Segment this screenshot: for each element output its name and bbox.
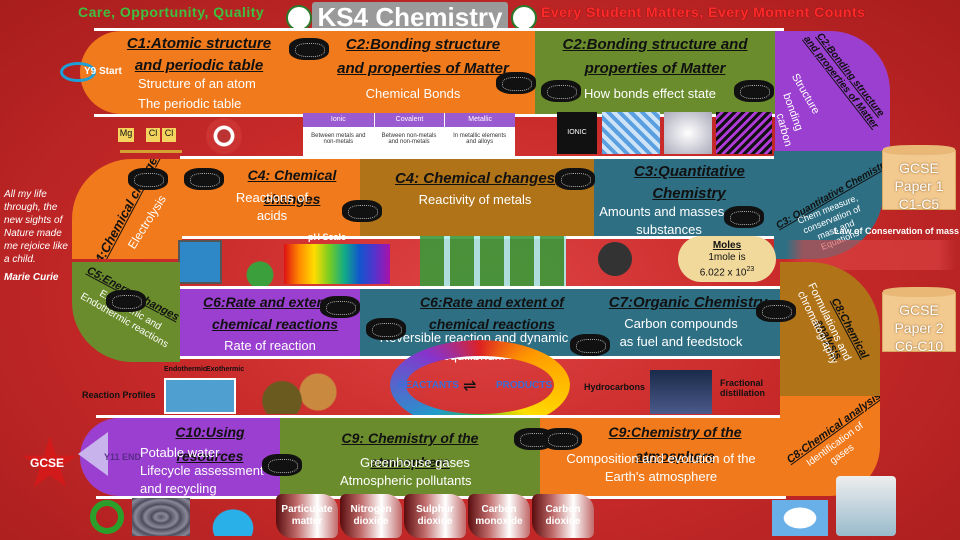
endothermic-label: Endothermic: [164, 366, 207, 373]
footprint-icon: [262, 454, 302, 476]
crystal-image: [664, 112, 712, 154]
start-arrow-icon: [60, 62, 96, 82]
element-mg: Mg: [118, 128, 134, 142]
footprint-icon: [756, 300, 796, 322]
road-edge: [96, 415, 786, 418]
tile-c4-acids[interactable]: C4: Chemical changes Reactions of acids: [182, 159, 360, 236]
hydrocarbons-label: Hydrocarbons: [584, 382, 646, 392]
school-seal-icon: [511, 5, 537, 31]
bond-cell-covalent: Between non-metals and non-metals: [381, 133, 437, 145]
paper-1-line: GCSE: [899, 160, 939, 176]
footprint-icon: [320, 296, 360, 318]
tile-c1[interactable]: C1:Atomic structure and periodic table S…: [80, 31, 283, 114]
paper-1-line: C1-C5: [898, 196, 940, 212]
left-slogan: Care, Opportunity, Quality: [78, 4, 265, 20]
tile-c4-metals[interactable]: C4: Chemical changes Reactivity of metal…: [360, 159, 594, 236]
tile-c2-structure-carbon[interactable]: C2:Bonding structure and properties of M…: [775, 31, 890, 151]
lattice-image: [602, 112, 660, 154]
moles-value: 6.022 x 1023: [699, 266, 755, 279]
footprint-icon: [542, 428, 582, 450]
moles-cloud[interactable]: Moles 1mole is 6.022 x 1023: [678, 236, 776, 282]
graphite-image: [716, 112, 772, 154]
pollutant-carbon-monoxide: Carbon monoxide: [468, 494, 530, 538]
right-slogan: Every Student Matters, Every Moment Coun…: [541, 4, 866, 20]
tile-c5-energy[interactable]: C5:Energy changes Exothermic and Endothe…: [72, 262, 180, 362]
start-label: Y9 Start: [84, 66, 122, 77]
footprint-icon: [128, 168, 168, 190]
ph-scale-image: [284, 244, 390, 284]
reaction-profiles-label: Reaction Profiles: [82, 390, 156, 400]
moles-text: 1mole is: [708, 252, 746, 263]
tile-c2-bonds-state[interactable]: C2:Bonding structure and properties of M…: [535, 31, 775, 114]
equilibrium-arrows-icon: ⇌: [463, 378, 477, 395]
pollutant-carbon-dioxide: Carbon dioxide: [532, 494, 594, 538]
tile-c9-greenhouse[interactable]: C9: Chemistry of the atmosphere Greenhou…: [280, 418, 540, 496]
tile-c9-composition[interactable]: C9:Chemistry of the atmosphere Compositi…: [540, 418, 780, 496]
exothermic-label: Exothermic: [206, 366, 245, 373]
water-splash-icon: [198, 496, 268, 536]
recycle-icon: [90, 500, 124, 534]
footprint-icon: [496, 72, 536, 94]
metal-reactivity-image: [420, 236, 566, 288]
gcse-label: GCSE: [30, 456, 65, 470]
pollutant-sulphur-dioxide: Sulphur dioxide: [404, 494, 466, 538]
quote-author: Marie Curie: [4, 272, 59, 283]
quote-text: All my life through, the new sights of N…: [4, 189, 68, 265]
tile-c8-formulations[interactable]: C8:Chemical analysis Formulations and ch…: [780, 262, 880, 396]
electrolysis-image: [178, 240, 222, 284]
bond-header-metallic: Metallic: [444, 113, 515, 127]
road-edge: [180, 286, 780, 289]
gas-test-image: [836, 476, 896, 536]
road-edge: [180, 156, 780, 159]
bond-cell-metallic: In metallic elements and alloys: [453, 133, 507, 145]
bond-cell-ionic: Between metals and non-metals: [311, 133, 366, 145]
conservation-law-label: Law of Conservation of mass: [834, 226, 960, 236]
footprint-icon: [555, 168, 595, 190]
tortoise-hare-image: [258, 370, 338, 414]
reactants-label: REACTANTS: [398, 380, 459, 391]
footprint-icon: [289, 38, 329, 60]
ph-scale-label: pH Scale: [308, 232, 347, 242]
tile-c7-organic[interactable]: C7:Organic Chemistry Carbon compounds as…: [594, 289, 780, 356]
paper-1-scroll[interactable]: GCSE Paper 1 C1-C5: [882, 145, 956, 212]
paper-2-line: GCSE: [899, 302, 939, 318]
refinery-image: [650, 370, 712, 414]
paper-1-line: Paper 1: [894, 178, 944, 194]
fractional-label: Fractional distillation: [720, 378, 765, 398]
footprint-icon: [570, 334, 610, 356]
pollutant-particulate: Particulate matter: [276, 494, 338, 538]
neutralisation-image: [240, 244, 280, 288]
paper-2-line: Paper 2: [894, 320, 944, 336]
footprint-icon: [366, 318, 406, 340]
footprint-icon: [106, 290, 146, 312]
bond-table: Ionic Covalent Metallic Between metals a…: [303, 113, 515, 157]
tile-c10-resources[interactable]: C10:Using resources Potable water Lifecy…: [80, 418, 280, 496]
atom-icon: [206, 118, 242, 154]
bond-header-ionic: Ionic: [303, 113, 374, 127]
footprint-icon: [734, 80, 774, 102]
footprint-icon: [342, 200, 382, 222]
element-cl: Cl: [146, 128, 160, 142]
footprint-icon: [184, 168, 224, 190]
ionic-bond-image: IONIC BOND: [557, 112, 597, 178]
scale-balance-icon: [120, 120, 182, 153]
footprint-icon: [724, 206, 764, 228]
pollutant-nitrogen-dioxide: Nitrogen dioxide: [340, 494, 402, 538]
water-treatment-image: [132, 498, 190, 536]
mole-animal-icon: [598, 242, 632, 276]
hand-warmer-image: [164, 378, 236, 414]
element-cl: Cl: [162, 128, 176, 142]
end-arrow-icon: [78, 432, 108, 476]
moles-title: Moles: [712, 240, 742, 251]
bond-header-covalent: Covalent: [373, 113, 445, 127]
products-label: PRODUCTS: [496, 380, 553, 391]
end-label: Y11 END: [104, 452, 142, 462]
tablet-image: [772, 500, 828, 536]
paper-2-scroll[interactable]: GCSE Paper 2 C6-C10: [882, 287, 956, 354]
road-edge: [94, 28, 784, 31]
footprint-icon: [541, 80, 581, 102]
page-title: KS4 Chemistry: [312, 2, 508, 32]
paper-2-line: C6-C10: [894, 338, 944, 354]
